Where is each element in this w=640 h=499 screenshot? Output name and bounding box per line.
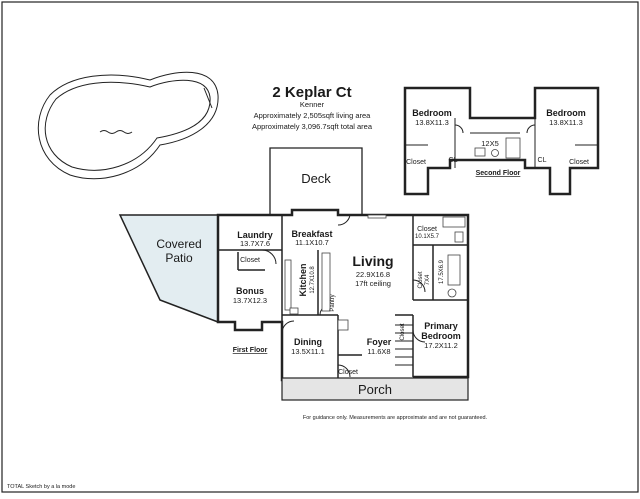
bonus-dim: 13.7X12.3 <box>233 296 267 305</box>
primary-bedroom-label-1: Primary <box>424 321 458 331</box>
breakfast-dim: 11.1X10.7 <box>295 238 329 247</box>
closet-side-dim: 7X4 <box>425 274 431 285</box>
kitchen-label: Kitchen <box>298 263 308 296</box>
primary-bedroom-dim: 17.2X11.2 <box>424 341 458 350</box>
covered-patio-area <box>118 214 219 324</box>
address-title: 2 Keplar Ct <box>272 84 351 101</box>
porch-label: Porch <box>358 382 392 397</box>
second-floor-plan <box>403 86 600 196</box>
pool <box>37 71 219 180</box>
second-bath-dim: 12X5 <box>481 139 499 148</box>
doors-and-fixtures <box>261 214 466 378</box>
living-dim: 22.9X16.8 <box>356 270 390 279</box>
interior-walls <box>218 215 468 380</box>
primary-bath-dim: 17.5X6.9 <box>439 259 445 284</box>
credit-text: TOTAL Sketch by a la mode <box>7 484 75 490</box>
bonus-label: Bonus <box>236 286 264 296</box>
covered-patio-label-2: Patio <box>165 251 193 265</box>
closet-top-dim: 10.1X5.7 <box>415 234 440 240</box>
foyer-closet-label: Closet <box>338 369 358 376</box>
second-cl-left: CL <box>449 157 458 164</box>
breakfast-label: Breakfast <box>291 229 332 239</box>
closet-top-label: Closet <box>417 226 437 233</box>
primary-bedroom-label-2: Bedroom <box>421 331 461 341</box>
second-floor-label: Second Floor <box>476 170 521 177</box>
second-bedroom-left-label: Bedroom <box>412 108 452 118</box>
dining-label: Dining <box>294 337 322 347</box>
second-bedroom-right-dim: 13.8X11.3 <box>549 118 583 127</box>
second-closet-left: Closet <box>406 159 426 166</box>
laundry-label: Laundry <box>237 230 273 240</box>
deck-label: Deck <box>301 171 331 186</box>
foyer-label: Foyer <box>367 337 392 347</box>
laundry-dim: 13.7X7.6 <box>240 239 270 248</box>
covered-patio-label-1: Covered <box>156 237 201 251</box>
first-floor-label: First Floor <box>233 347 268 354</box>
second-cl-right: CL <box>538 157 547 164</box>
second-bedroom-right-label: Bedroom <box>546 108 586 118</box>
total-area-text: Approximately 3,096.7sqft total area <box>252 122 373 131</box>
living-label: Living <box>352 253 393 269</box>
city-text: Kenner <box>300 100 325 109</box>
closet-side-label: Closet <box>418 271 424 288</box>
porch-area <box>281 377 469 401</box>
dining-dim: 13.5X11.1 <box>291 347 325 356</box>
second-closet-right: Closet <box>569 159 589 166</box>
living-area-text: Approximately 2,505sqft living area <box>254 111 372 120</box>
pantry-label: Pantry <box>330 294 336 311</box>
laundry-closet-label: Closet <box>240 257 260 264</box>
disclaimer-text: For guidance only. Measurements are appr… <box>303 415 488 421</box>
living-ceiling: 17ft ceiling <box>355 279 391 288</box>
second-bedroom-left-dim: 13.8X11.3 <box>415 118 449 127</box>
foyer-dim: 11.6X8 <box>367 347 390 356</box>
stair-closet-label: Closet <box>400 323 406 340</box>
kitchen-dim: 12.7X10.8 <box>310 266 316 294</box>
